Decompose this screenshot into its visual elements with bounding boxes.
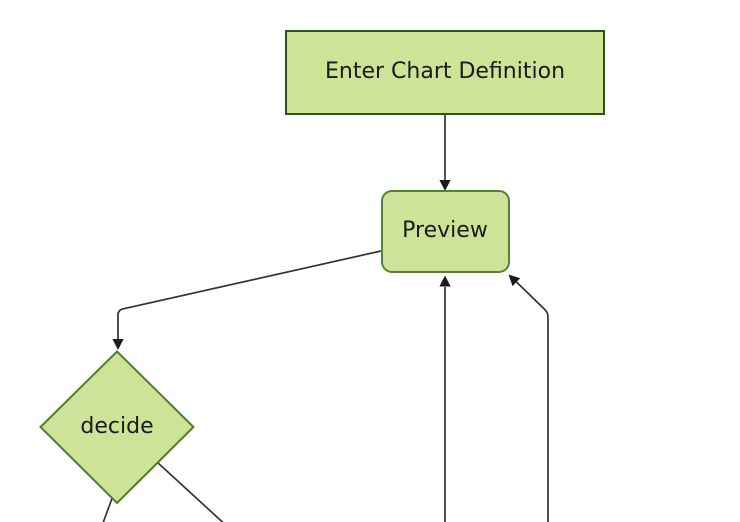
edge-preview-to-decide-arrowhead <box>112 339 124 350</box>
node-shape-preview <box>381 190 510 273</box>
edge-return-to-preview-right <box>515 281 549 522</box>
edge-decide-out-bottom-left <box>102 498 113 522</box>
edge-decide-out-bottom-right <box>156 461 224 522</box>
edge-preview-to-decide <box>117 250 382 341</box>
node-shape-decide <box>39 350 195 505</box>
edge-return-to-preview-right-arrowhead <box>508 274 521 287</box>
edge-return-to-preview-center-arrowhead <box>439 275 451 287</box>
node-shape-enter-chart-definition <box>285 30 605 115</box>
edge-enter-to-preview-arrowhead <box>439 180 451 191</box>
